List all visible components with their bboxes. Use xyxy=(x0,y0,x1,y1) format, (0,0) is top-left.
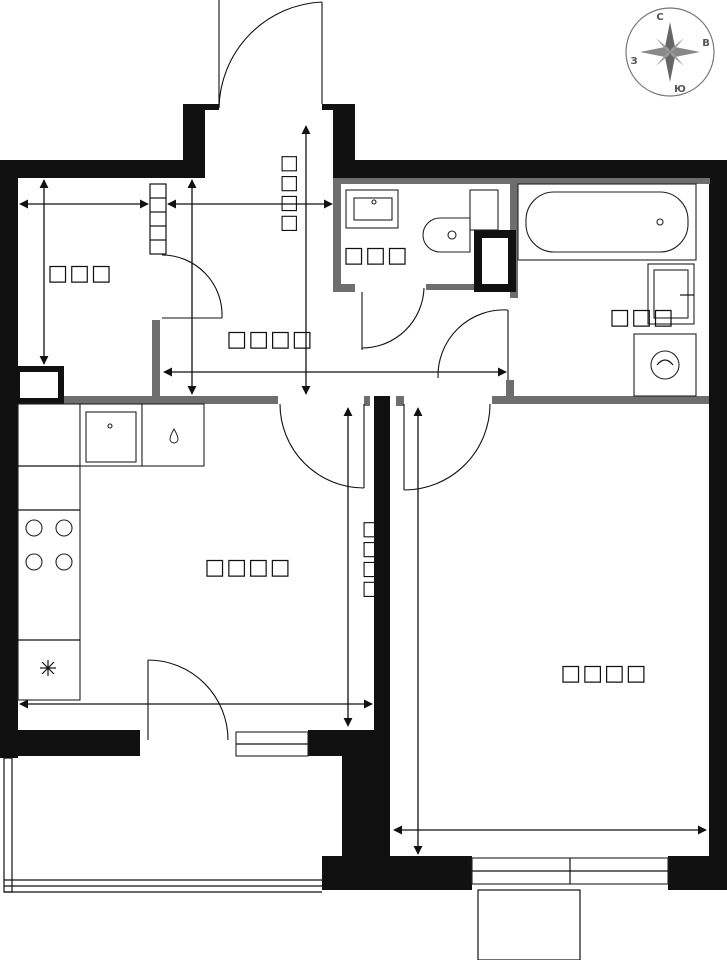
fixtures xyxy=(17,183,697,701)
room-label-storage: □□□ xyxy=(47,261,112,286)
dimension-lines xyxy=(19,125,707,855)
balconies xyxy=(3,757,581,960)
windows xyxy=(235,731,669,885)
stove-icon xyxy=(25,519,73,571)
room-label-bedroom: □□□□ xyxy=(560,661,647,686)
dimension-label-kitchen: □□□□ xyxy=(361,520,385,600)
washing-machine-icon xyxy=(633,333,697,397)
compass-north-label: С xyxy=(656,12,663,23)
fridge-icon xyxy=(40,660,56,676)
room-label-kitchen: □□□□ xyxy=(204,555,291,580)
kitchen-sink-icon xyxy=(79,403,143,467)
compass-south-label: Ю xyxy=(674,84,686,95)
compass-west-label: З xyxy=(630,56,637,67)
sink-icon xyxy=(647,263,695,325)
dimension-label-hallway: □□□□ xyxy=(279,154,303,234)
interior-walls xyxy=(16,178,710,858)
room-label-bathroom-main: □□□ xyxy=(609,305,674,330)
dishwasher-icon xyxy=(141,403,205,467)
room-label-bathroom-small: □□□ xyxy=(343,243,408,268)
room-label-hallway: □□□□ xyxy=(226,327,313,352)
toilet-icon xyxy=(422,189,499,253)
kitchen-counter xyxy=(17,403,81,701)
sink-icon xyxy=(345,189,399,229)
outer-walls xyxy=(0,104,727,890)
compass-east-label: В xyxy=(702,38,710,49)
bathtub-icon xyxy=(517,183,697,261)
compass-rose-icon: С В Ю З xyxy=(625,7,715,97)
